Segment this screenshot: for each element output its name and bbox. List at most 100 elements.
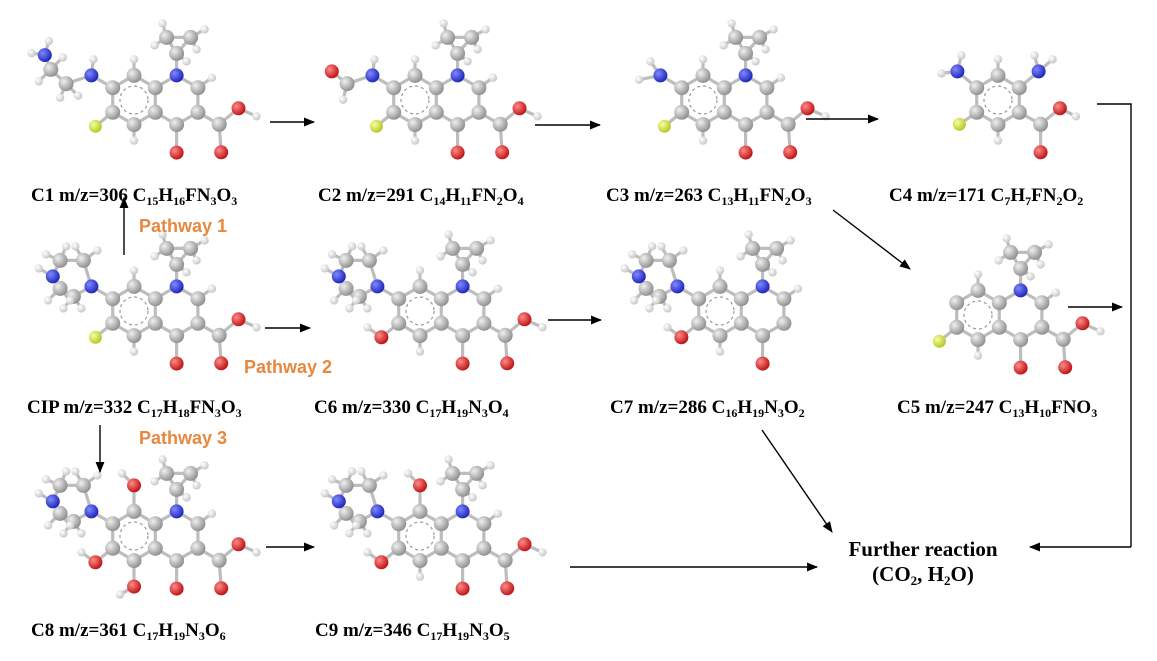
atom-c bbox=[147, 291, 163, 307]
atom-h bbox=[727, 19, 736, 28]
atom-h bbox=[436, 477, 445, 486]
atom-o bbox=[755, 356, 770, 371]
label-c3: C3 m/z=263 C13H11FN2O3 bbox=[606, 185, 812, 208]
atom-c bbox=[105, 80, 121, 96]
atom-c bbox=[412, 278, 428, 294]
atom-h bbox=[715, 266, 725, 275]
atom-c bbox=[190, 315, 206, 331]
atom-c bbox=[190, 104, 206, 120]
atom-c bbox=[105, 315, 121, 331]
atom-h bbox=[207, 284, 217, 293]
atom-c bbox=[126, 67, 142, 83]
atom-c bbox=[1055, 331, 1071, 347]
atom-c bbox=[492, 116, 508, 132]
atom-n bbox=[169, 504, 184, 519]
atom-c bbox=[126, 328, 142, 344]
atom-h bbox=[34, 264, 43, 273]
atom-c bbox=[733, 315, 749, 331]
atom-h bbox=[252, 548, 261, 557]
atom-n bbox=[653, 68, 668, 83]
atom-o bbox=[1033, 145, 1048, 160]
atom-h bbox=[327, 475, 337, 484]
atom-n bbox=[331, 494, 346, 509]
atom-h bbox=[182, 57, 191, 66]
atom-h bbox=[129, 55, 139, 64]
atom-h bbox=[71, 467, 80, 476]
atom-c bbox=[147, 516, 163, 532]
atom-c bbox=[991, 319, 1007, 335]
atom-c bbox=[428, 104, 444, 120]
atom-o bbox=[374, 555, 389, 570]
atom-h bbox=[1048, 55, 1057, 64]
atom-n bbox=[331, 269, 346, 284]
atom-h bbox=[158, 19, 167, 28]
atom-h bbox=[769, 25, 778, 34]
atom-h bbox=[150, 41, 159, 50]
atom-h bbox=[329, 521, 339, 530]
atom-n bbox=[755, 279, 770, 294]
atom-h bbox=[698, 136, 708, 145]
atom-h bbox=[663, 304, 672, 313]
atom-c bbox=[695, 117, 711, 133]
atom-c bbox=[638, 280, 654, 296]
arrow-c7-further bbox=[761, 429, 833, 533]
atom-c bbox=[1034, 295, 1050, 311]
atom-n bbox=[365, 68, 380, 83]
atom-c bbox=[1013, 260, 1029, 276]
atom-h bbox=[77, 304, 86, 313]
atom-o bbox=[674, 330, 689, 345]
atom-c bbox=[407, 117, 423, 133]
atom-c bbox=[476, 315, 492, 331]
atom-h bbox=[192, 256, 201, 265]
atom-n bbox=[738, 68, 753, 83]
atom-o bbox=[517, 312, 532, 327]
atom-h bbox=[486, 236, 495, 245]
atom-c bbox=[211, 116, 227, 132]
atom-h bbox=[486, 461, 495, 470]
atom-o bbox=[169, 145, 184, 160]
atom-f bbox=[88, 119, 102, 133]
atom-c bbox=[716, 80, 732, 96]
atom-c bbox=[211, 327, 227, 343]
label-c5: C5 m/z=247 C13H10FNO3 bbox=[897, 397, 1098, 420]
atom-h bbox=[973, 351, 983, 360]
atom-h bbox=[1002, 234, 1011, 243]
atom-h bbox=[252, 323, 261, 332]
atom-h bbox=[468, 268, 477, 277]
atom-h bbox=[538, 548, 547, 557]
atom-c bbox=[169, 117, 185, 133]
atom-c bbox=[476, 516, 492, 532]
atom-c bbox=[445, 465, 461, 481]
atom-c bbox=[450, 45, 466, 61]
atom-c bbox=[476, 291, 492, 307]
atom-o bbox=[413, 478, 427, 493]
pathway-1-label: Pathway 1 bbox=[139, 216, 228, 236]
atom-o bbox=[324, 64, 339, 79]
atom-h bbox=[192, 481, 201, 490]
atom-c bbox=[211, 552, 227, 568]
atom-h bbox=[379, 471, 388, 480]
atom-c bbox=[638, 252, 654, 268]
atom-h bbox=[493, 509, 503, 518]
atom-c bbox=[455, 256, 471, 272]
atom-o bbox=[1052, 101, 1067, 116]
atom-h bbox=[410, 136, 420, 145]
atom-c bbox=[159, 29, 175, 45]
atom-o bbox=[800, 101, 815, 116]
atom-o bbox=[1058, 360, 1073, 375]
atom-n bbox=[631, 269, 646, 284]
atom-c bbox=[338, 280, 354, 296]
atom-c bbox=[52, 477, 68, 493]
atom-h bbox=[77, 529, 86, 538]
atom-c bbox=[691, 291, 707, 307]
atom-h bbox=[338, 95, 348, 104]
atom-h bbox=[793, 284, 803, 293]
atom-c bbox=[1013, 332, 1029, 348]
atom-c bbox=[738, 45, 754, 61]
atom-h bbox=[994, 256, 1003, 265]
atom-h bbox=[347, 467, 357, 476]
atom-h bbox=[192, 45, 201, 54]
atom-c bbox=[126, 278, 142, 294]
atom-h bbox=[207, 509, 217, 518]
